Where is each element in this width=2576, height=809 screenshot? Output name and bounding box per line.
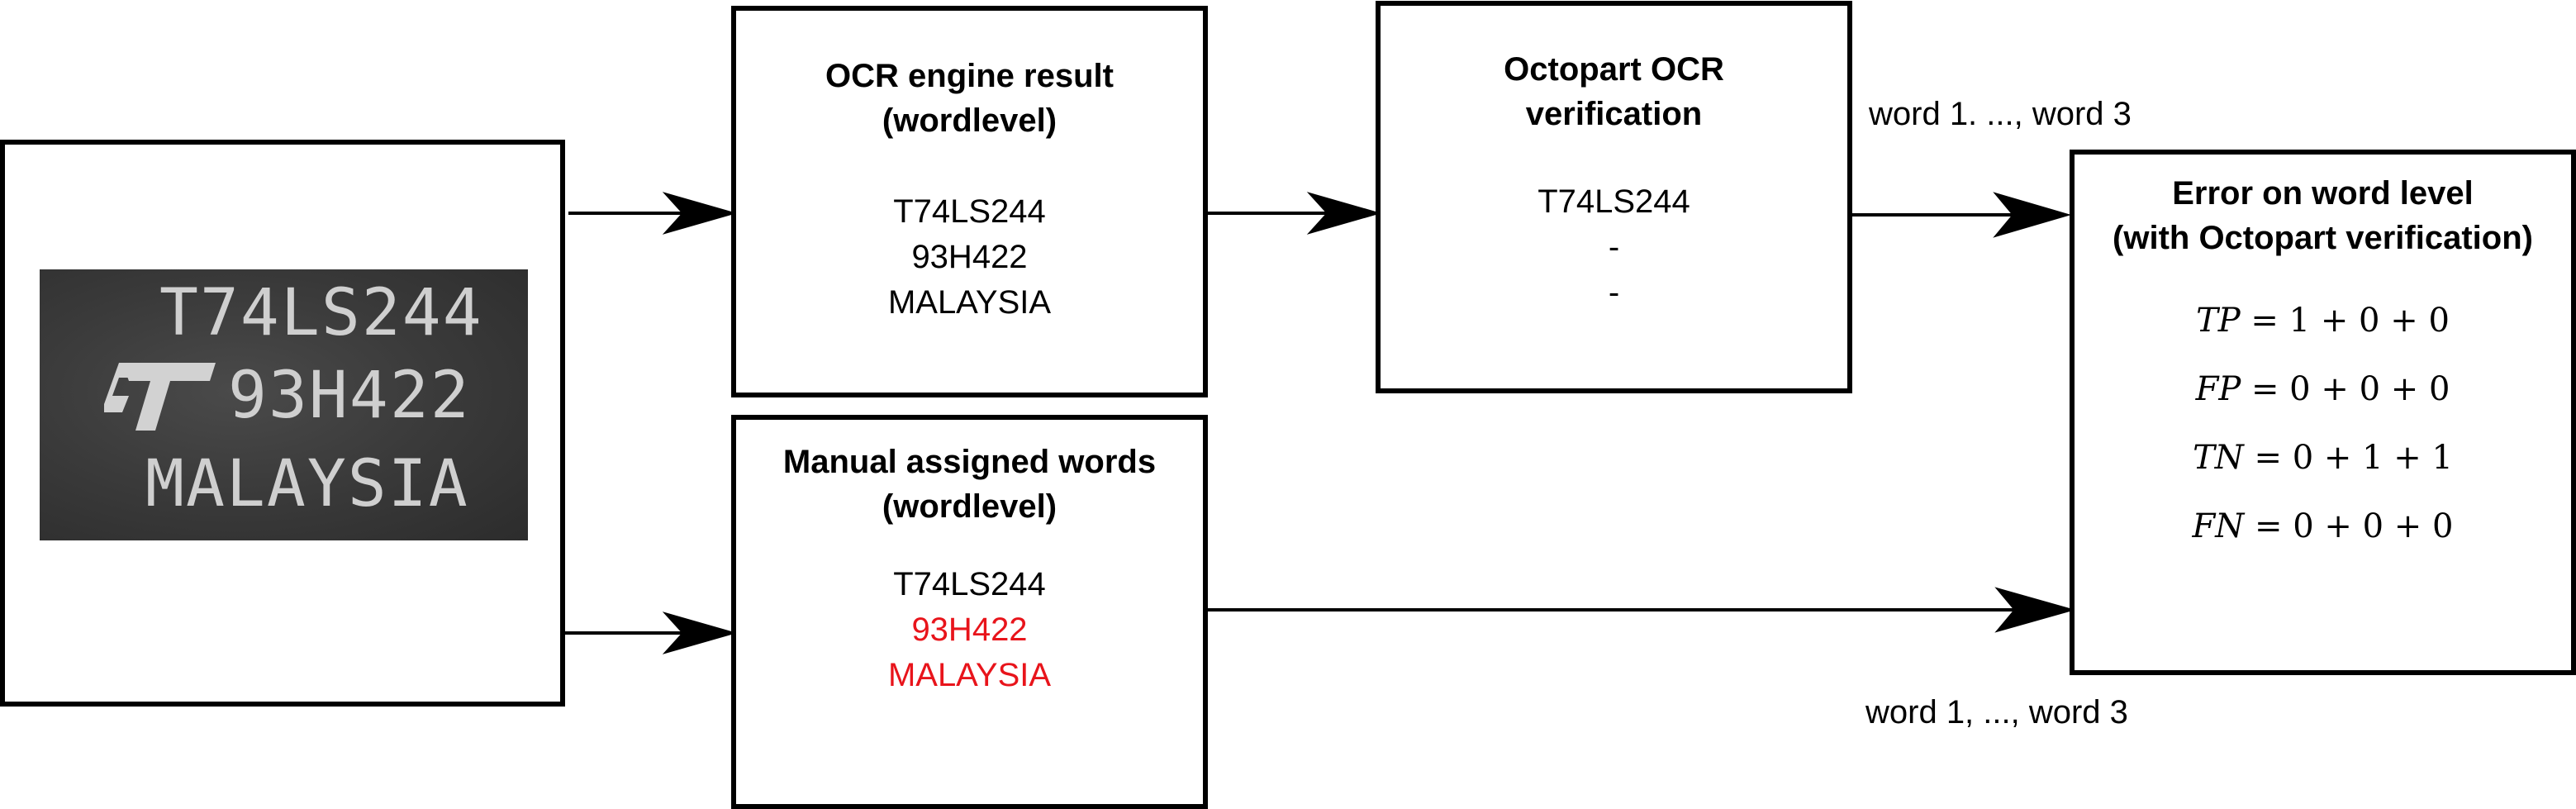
ocr-word-1: T74LS244 [893,193,1046,230]
arrowhead-manual-to-error [1994,587,2076,633]
ocr-title-line-2: (wordlevel) [882,102,1057,139]
metric-tn-name: TN [2193,439,2244,477]
arrowhead-image-to-ocr [662,192,738,235]
chip-line-1: T74LS244 [159,276,483,350]
metric-tn-value: = 0 + 1 + 1 [2254,439,2453,477]
octopart-verification-box: Octopart OCR verification T74LS244 - - [1376,1,1852,393]
metric-fn-value: = 0 + 0 + 0 [2255,507,2454,545]
st-logo-icon [104,363,216,431]
manual-words-box: Manual assigned words (wordlevel) T74LS2… [731,415,1208,809]
ocr-word-2: 93H422 [911,239,1028,275]
manual-title-line-2: (wordlevel) [882,488,1057,525]
error-title-line-1: Error on word level [2172,175,2474,212]
metric-tp-name: TP [2196,302,2241,340]
error-word-level-box: Error on word level (with Octopart verif… [2070,150,2576,675]
octopart-word-3: - [1608,274,1620,311]
arrowhead-ocr-to-octopart [1306,192,1382,235]
metric-tn: TN = 0 + 1 + 1 [2075,424,2571,493]
edge-label-bottom: word 1, ..., word 3 [1865,694,2128,730]
octopart-title-line-1: Octopart OCR [1504,51,1724,88]
metric-fp-name: FP [2195,370,2241,408]
manual-word-2: 93H422 [911,612,1028,648]
metric-fn-name: FN [2192,507,2245,545]
ocr-title-line-1: OCR engine result [825,58,1114,94]
metric-fp: FP = 0 + 0 + 0 [2075,355,2571,424]
manual-word-1: T74LS244 [893,566,1046,602]
chip-line-2: 93H422 [228,359,471,433]
chip-line-3: MALAYSIA [145,447,469,521]
metric-tp-value: = 1 + 0 + 0 [2250,302,2450,340]
ocr-word-3: MALAYSIA [887,284,1052,321]
octopart-word-2: - [1608,229,1620,265]
edge-label-top: word 1. ..., word 3 [1869,96,2132,132]
metric-fp-value: = 0 + 0 + 0 [2250,370,2450,408]
chip-photo: T74LS244 93H422 MALAYSIA [40,269,528,540]
manual-word-3: MALAYSIA [887,657,1052,693]
metric-fn: FN = 0 + 0 + 0 [2075,493,2571,561]
manual-title-line-1: Manual assigned words [782,444,1157,480]
octopart-title-line-2: verification [1525,96,1703,132]
metric-tp: TP = 1 + 0 + 0 [2075,287,2571,355]
error-title-line-2: (with Octopart verification) [2113,220,2533,256]
arrowhead-octopart-to-error [1993,192,2072,238]
octopart-word-1: T74LS244 [1538,183,1690,220]
arrowhead-image-to-manual [662,612,738,654]
ocr-result-box: OCR engine result (wordlevel) T74LS244 9… [731,6,1208,397]
